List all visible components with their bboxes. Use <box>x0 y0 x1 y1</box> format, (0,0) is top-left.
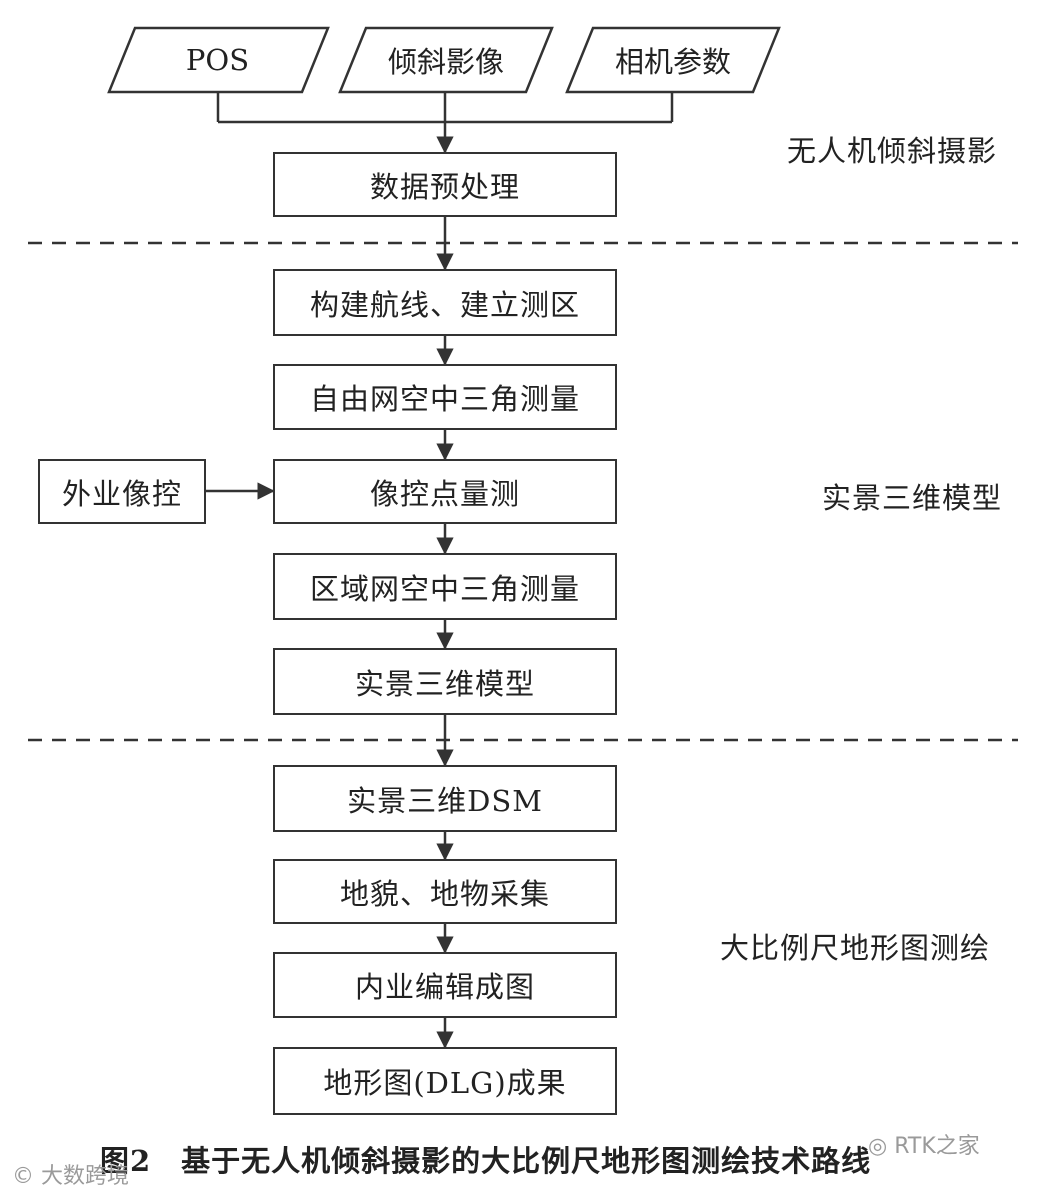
step-block-aerotriangulation: 区域网空中三角测量 <box>273 553 617 620</box>
watermark-logo-icon: © <box>12 1164 34 1189</box>
step-feature-collection: 地貌、地物采集 <box>273 859 617 924</box>
figure-caption: 图2 基于无人机倾斜摄影的大比例尺地形图测绘技术路线 <box>100 1144 872 1178</box>
input-oblique-images: 倾斜影像 <box>387 45 504 79</box>
watermark-left-text: 大数跨境 <box>41 1164 130 1189</box>
section-label-3d-model: 实景三维模型 <box>822 481 1003 515</box>
input-pos-shape <box>107 26 330 94</box>
watermark-right: ◎ RTK之家 <box>868 1128 980 1160</box>
input-camera-shape <box>565 26 781 94</box>
input-camera-params: 相机参数 <box>614 45 731 79</box>
input-pos: POS <box>185 43 250 77</box>
step-3d-model: 实景三维模型 <box>273 648 617 715</box>
step-control-point-measure: 像控点量测 <box>273 459 617 524</box>
external-control-box: 外业像控 <box>38 459 206 524</box>
step-dsm: 实景三维DSM <box>273 765 617 832</box>
watermark-left: © 大数跨境 <box>12 1158 129 1190</box>
step-route-setup: 构建航线、建立测区 <box>273 269 617 336</box>
section-label-oblique-photography: 无人机倾斜摄影 <box>787 134 998 168</box>
step-office-editing: 内业编辑成图 <box>273 952 617 1018</box>
step-dlg-result: 地形图(DLG)成果 <box>273 1047 617 1115</box>
wechat-icon: ◎ <box>868 1134 888 1159</box>
input-oblique-shape <box>338 26 554 94</box>
preprocess-box: 数据预处理 <box>273 152 617 217</box>
section-label-mapping: 大比例尺地形图测绘 <box>720 931 991 965</box>
watermark-right-text: RTK之家 <box>894 1134 980 1159</box>
step-free-aerotriangulation: 自由网空中三角测量 <box>273 364 617 430</box>
